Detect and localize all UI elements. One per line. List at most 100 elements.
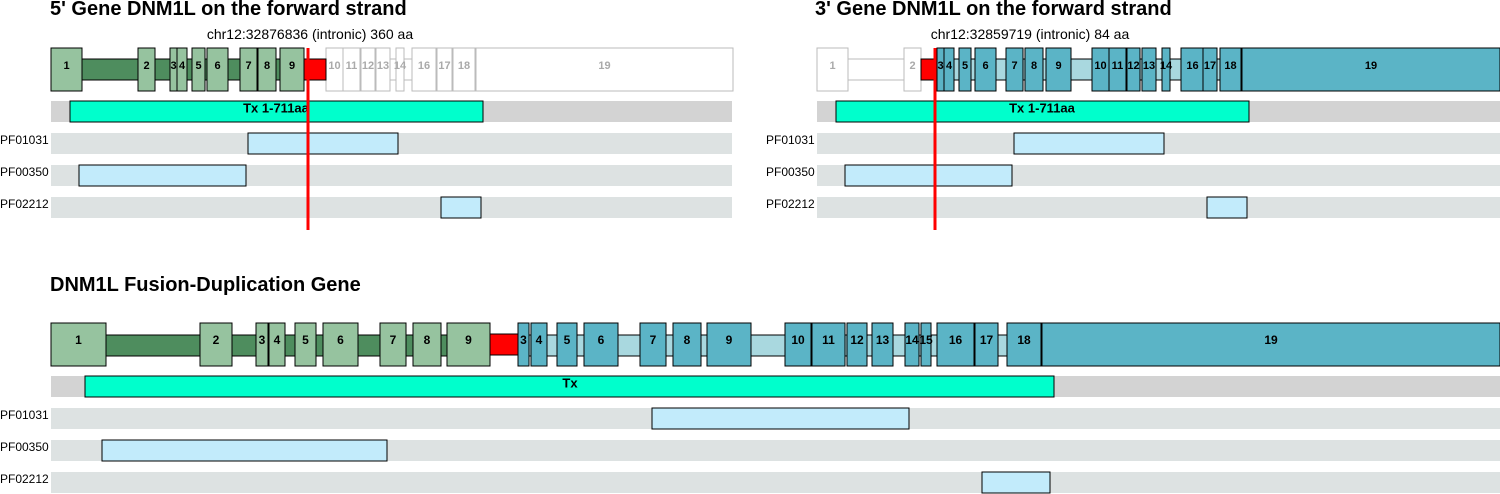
three-tx-bar: [835, 100, 1250, 123]
three-exon-8: [1024, 47, 1044, 92]
fusion-breakpoint-exon: [489, 333, 519, 356]
five-exon-label-18: 18: [458, 60, 470, 72]
fusion-three-exon-label-3: 3: [520, 333, 527, 347]
five-domain-pf01031: [247, 132, 399, 155]
fusion-five-exon-1: [50, 322, 107, 367]
five-exon-7: [239, 47, 258, 92]
fusion-three-exon-6: [583, 322, 619, 367]
five-exon-6: [206, 47, 229, 92]
fusion-three-exon-label-6: 6: [598, 333, 605, 347]
three-exon-12: [1126, 47, 1141, 92]
fusion-three-exon-label-5: 5: [564, 333, 571, 347]
five-exon-label-8: 8: [264, 60, 270, 72]
three-exon-19: [1241, 47, 1500, 92]
fusion-three-exon-label-19: 19: [1264, 333, 1278, 347]
five-domain-pf02212: [440, 196, 482, 219]
fusion-three-exon-label-12: 12: [850, 333, 864, 347]
fusion-three-exon-16: [936, 322, 975, 367]
three-exon-11: [1108, 47, 1127, 92]
five-exon-18: [452, 47, 476, 92]
five-exon-label-4: 4: [179, 60, 186, 72]
fusion-track-pf00350: [51, 440, 1500, 461]
fusion-tx-bar: [84, 375, 1055, 398]
fusion-three-exon-18: [1006, 322, 1042, 367]
fusion-three-exon-label-9: 9: [726, 333, 733, 347]
three-exon-5: [958, 47, 972, 92]
fusion-five-exon-label-7: 7: [390, 333, 397, 347]
fusion-three-exon-label-17: 17: [980, 333, 994, 347]
five-exon-9: [279, 47, 305, 92]
five-prime-subtitle: chr12:32876836 (intronic) 360 aa: [206, 26, 414, 42]
fusion-five-exon-7: [379, 322, 407, 367]
fusion-three-exon-label-10: 10: [791, 333, 805, 347]
three-domain-label-pf02212: PF02212: [766, 197, 815, 211]
fusion-three-exon-5: [556, 322, 578, 367]
five-exon-label-16: 16: [418, 60, 430, 72]
five-exon-8: [257, 47, 277, 92]
five-domain-label-pf01031: PF01031: [0, 133, 49, 147]
five-tx-bar: [69, 100, 484, 123]
three-intron-line-ghost: [847, 58, 905, 81]
five-exon-label-3: 3: [170, 60, 176, 72]
three-exon-label-14: 14: [1160, 60, 1173, 72]
five-exon-5: [191, 47, 206, 92]
three-exon-1: [816, 47, 849, 92]
five-exon-label-17: 17: [438, 60, 450, 72]
five-domain-label-pf00350: PF00350: [0, 165, 49, 179]
five-exon-16: [411, 47, 437, 92]
five-track-pf02212: [51, 197, 732, 218]
fusion-five-exon-label-9: 9: [465, 333, 472, 347]
fusion-five-exon-2: [199, 322, 233, 367]
three-exon-17: [1202, 47, 1218, 92]
fusion-five-exon-6: [322, 322, 359, 367]
fusion-domain-pf02212: [981, 471, 1051, 494]
three-prime-title: 3' Gene DNM1L on the forward strand: [815, 0, 1172, 20]
fusion-three-exon-label-15: 15: [919, 333, 933, 347]
five-domain-pf00350: [78, 164, 247, 187]
five-exon-13: [375, 47, 391, 92]
three-exon-label-8: 8: [1031, 60, 1037, 72]
three-domain-label-pf00350: PF00350: [766, 165, 815, 179]
three-domain-pf00350: [844, 164, 1013, 187]
fusion-three-exon-17: [974, 322, 999, 367]
fusion-three-exon-4: [530, 322, 548, 367]
three-exon-14: [1161, 47, 1171, 92]
fusion-domain-label-pf02212: PF02212: [0, 472, 49, 486]
fusion-title: DNM1L Fusion-Duplication Gene: [50, 274, 361, 296]
fusion-five-exon-8: [412, 322, 442, 367]
three-domain-pf02212: [1206, 196, 1248, 219]
five-exon-label-9: 9: [289, 60, 295, 72]
fusion-five-exon-label-8: 8: [424, 333, 431, 347]
three-exon-label-17: 17: [1204, 60, 1216, 72]
three-exon-4: [943, 47, 955, 92]
fusion-three-exon-label-8: 8: [684, 333, 691, 347]
five-exon-4: [176, 47, 188, 92]
three-exon-label-7: 7: [1011, 60, 1017, 72]
fusion-five-exon-3: [255, 322, 269, 367]
fusion-three-exon-9: [706, 322, 752, 367]
three-exon-label-12: 12: [1127, 60, 1139, 72]
fusion-three-exon-label-4: 4: [536, 333, 543, 347]
fusion-three-exon-11: [811, 322, 846, 367]
five-exon-12: [360, 47, 376, 92]
three-tx-label: Tx 1-711aa: [1009, 100, 1076, 115]
five-exon-label-7: 7: [245, 60, 251, 72]
five-exon-label-6: 6: [214, 60, 220, 72]
five-exon-11: [342, 47, 361, 92]
five-exon-label-11: 11: [346, 60, 358, 72]
fusion-five-exon-5: [294, 322, 317, 367]
five-prime-title: 5' Gene DNM1L on the forward strand: [50, 0, 407, 20]
fusion-three-exon-14: [904, 322, 920, 367]
three-prime-subtitle: chr12:32859719 (intronic) 84 aa: [930, 26, 1130, 42]
fusion-three-exon-7: [639, 322, 667, 367]
five-exon-label-10: 10: [328, 60, 340, 72]
three-exon-6: [974, 47, 997, 92]
five-exon-2: [137, 47, 156, 92]
three-breakpoint-exon: [920, 58, 938, 81]
three-exon-label-18: 18: [1224, 60, 1236, 72]
fusion-three-exon-label-11: 11: [822, 333, 835, 347]
fusion-three-exon-13: [871, 322, 894, 367]
fusion-five-exon-4: [268, 322, 286, 367]
three-exon-label-5: 5: [962, 60, 968, 72]
